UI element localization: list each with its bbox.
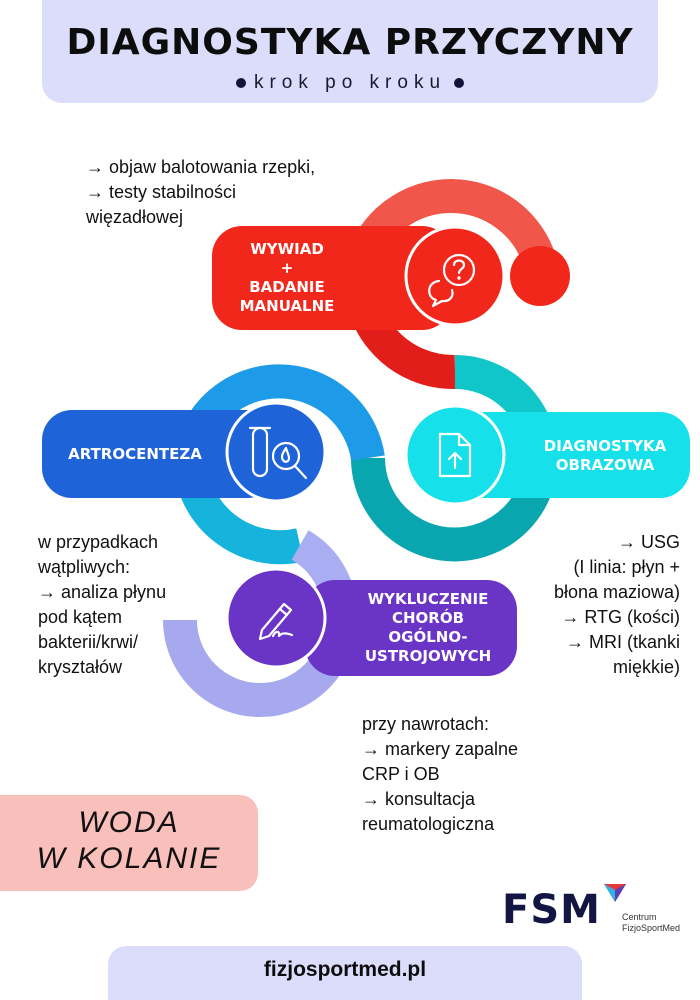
website-link[interactable]: fizjosportmed.pl <box>263 958 427 981</box>
note-line: → RTG (kości) <box>561 607 680 627</box>
pen-signature-icon <box>258 602 294 641</box>
step-label-artrocenteza: ARTROCENTEZA <box>42 445 228 464</box>
icon-circle-artrocenteza <box>225 401 327 503</box>
page-subtitle: krok po kroku <box>42 72 658 94</box>
logo-mark-icon <box>604 884 626 902</box>
notes-diagnostyka: → USG (I linia: płyn + błona maziowa) → … <box>490 530 680 680</box>
note-line: kryształów <box>38 657 123 677</box>
note-line: pod kątem <box>38 607 123 627</box>
notes-wywiad: → objaw balotowania rzepki, → testy stab… <box>86 155 315 230</box>
document-upload-icon <box>438 432 472 478</box>
note-line: bakterii/krwi/ <box>38 632 139 652</box>
badge-line: W KOLANIE <box>36 842 222 875</box>
note-line: CRP i OB <box>362 764 440 784</box>
fsm-logo: FSM <box>502 887 601 933</box>
step-band-artrocenteza <box>42 410 278 498</box>
note-line: → markery zapalne <box>362 739 519 759</box>
label-line: ARTROCENTEZA <box>68 445 202 463</box>
label-line: DIAGNOSTYKA <box>543 437 667 455</box>
note-line: w przypadkach <box>38 532 159 552</box>
icon-circle-wykluczenie <box>225 567 327 669</box>
note-line: błona maziowa) <box>553 582 680 602</box>
label-line: BADANIE <box>249 278 325 296</box>
note-line: → USG <box>617 532 680 552</box>
bullet-dot-icon <box>454 77 465 88</box>
note-line: reumatologiczna <box>362 814 495 834</box>
note-line: przy nawrotach: <box>362 714 490 734</box>
note-line: → analiza płynu <box>38 582 167 602</box>
label-line: OGÓLNO- <box>388 628 468 646</box>
step-band-wykluczenie <box>305 580 517 676</box>
label-line: CHORÓB <box>391 609 465 627</box>
step-band-diagnostyka <box>450 412 690 498</box>
page-title: DIAGNOSTYKA PRZYCZYNY <box>66 22 634 63</box>
logo-sub-line: Centrum <box>622 912 657 922</box>
note-line: (I linia: płyn + <box>573 557 680 577</box>
label-line: WYKLUCZENIE <box>367 590 489 608</box>
footer-banner <box>108 946 582 1000</box>
topic-badge-text: WODA W KOLANIE <box>0 805 258 877</box>
note-line: → testy stabilności <box>86 182 237 202</box>
label-line: MANUALNE <box>239 297 335 315</box>
label-line: USTROJOWYCH <box>364 647 492 665</box>
step-label-wykluczenie: WYKLUCZENIE CHORÓB OGÓLNO- USTROJOWYCH <box>343 590 513 666</box>
subtitle-text: krok po kroku <box>253 72 447 93</box>
flow-end-cap <box>510 246 570 306</box>
note-line: → MRI (tkanki <box>565 632 680 652</box>
note-line: więzadłowej <box>86 207 184 227</box>
question-chat-icon <box>428 253 476 308</box>
note-line: → konsultacja <box>362 789 476 809</box>
label-line: OBRAZOWA <box>555 456 655 474</box>
note-line: wątpliwych: <box>38 557 131 577</box>
note-line: → objaw balotowania rzepki, <box>86 157 316 177</box>
bullet-dot-icon <box>235 77 246 88</box>
step-label-diagnostyka: DIAGNOSTYKA OBRAZOWA <box>510 437 700 475</box>
notes-artrocenteza: w przypadkach wątpliwych: → analiza płyn… <box>38 530 166 680</box>
icon-circle-wywiad <box>404 225 506 327</box>
header-banner <box>42 0 658 103</box>
note-line: miękkie) <box>612 657 680 677</box>
logo-subtitle: Centrum FizjoSportMed <box>622 912 680 934</box>
test-tube-magnifier-icon <box>248 426 308 480</box>
label-line: WYWIAD <box>250 240 324 258</box>
label-line: + <box>280 259 294 277</box>
topic-badge <box>0 795 258 891</box>
step-label-wywiad: WYWIAD + BADANIE MANUALNE <box>212 240 362 316</box>
logo-sub-line: FizjoSportMed <box>622 923 681 933</box>
step-band-wywiad <box>212 226 452 330</box>
notes-wykluczenie: przy nawrotach: → markery zapalne CRP i … <box>362 712 518 837</box>
badge-line: WODA <box>78 806 180 839</box>
